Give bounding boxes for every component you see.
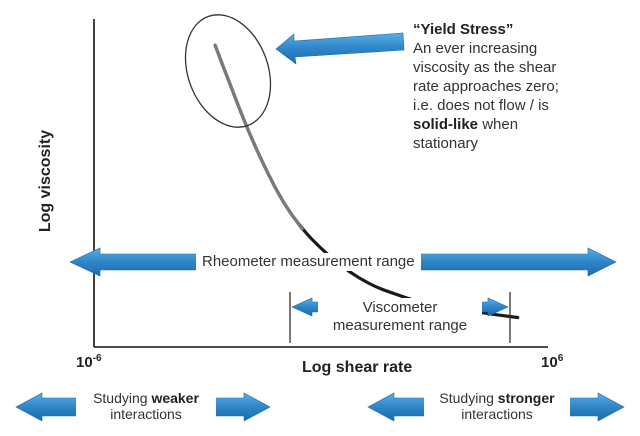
annotation-line-4: i.e. does not flow / is: [413, 97, 549, 114]
yield-stress-annotation: “Yield Stress” An ever increasing viscos…: [413, 20, 559, 153]
series-line-yield-region: [213, 43, 304, 231]
rheometer-range-label: Rheometer measurement range: [196, 253, 421, 271]
x-axis-label: Log shear rate: [302, 359, 413, 376]
stronger-interactions-caption: Studying stronger interactions: [424, 390, 570, 422]
annotation-line-3: rate approaches zero;: [413, 78, 559, 95]
yield-pointer-arrow: [275, 32, 405, 65]
weaker-interactions-caption: Studying weaker interactions: [76, 390, 216, 422]
annotation-line-2: viscosity as the shear: [413, 59, 557, 76]
annotation-title: “Yield Stress”: [413, 21, 514, 38]
viscometer-range-label: Viscometer measurement range: [318, 298, 482, 336]
x-tick-max: 106: [541, 353, 564, 371]
annotation-line-1: An ever increasing: [413, 40, 538, 57]
annotation-line-5: solid-like when: [413, 116, 519, 133]
yield-stress-ellipse: [184, 14, 272, 128]
x-tick-min: 10-6: [76, 353, 102, 371]
y-axis-label: Log viscosity: [37, 129, 54, 233]
annotation-line-6: stationary: [413, 135, 479, 152]
